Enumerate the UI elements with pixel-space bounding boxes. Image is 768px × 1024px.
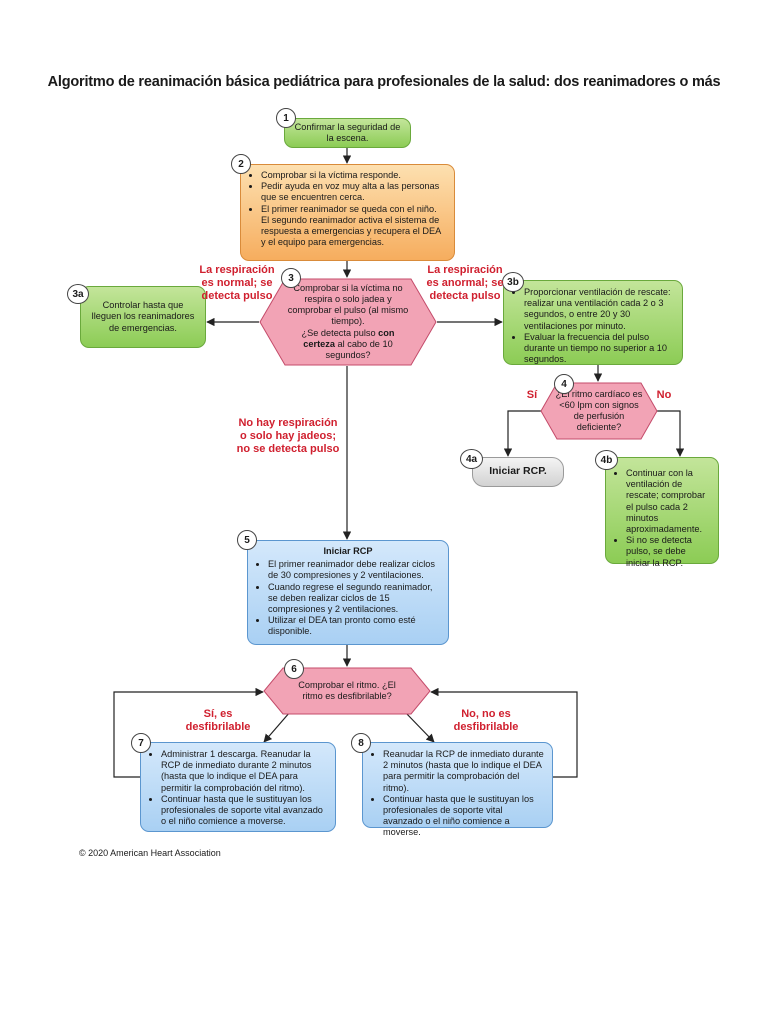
label-no: No <box>656 389 672 401</box>
label-shockable: Sí, es desfibrilable <box>185 708 251 733</box>
step-8-number: 8 <box>351 733 371 753</box>
step-4a-text: Iniciar RCP. <box>489 465 547 478</box>
step-3b-list: Proporcionar ventilación de rescate: rea… <box>512 287 674 365</box>
step-3-decision: Comprobar si la víctima no respira o sol… <box>259 278 437 366</box>
step-4a-number: 4a <box>460 449 483 469</box>
list-item: Evaluar la frecuencia del pulso durante … <box>524 332 674 366</box>
step-6-number: 6 <box>284 659 304 679</box>
list-item: Continuar hasta que le sustituyan los pr… <box>383 794 544 839</box>
list-item: Proporcionar ventilación de rescate: rea… <box>524 287 674 332</box>
step-5-box: Iniciar RCP El primer reanimador debe re… <box>247 540 449 645</box>
step-4a-box: Iniciar RCP. <box>472 457 564 487</box>
step-4-text: ¿El ritmo cardíaco es <60 lpm con signos… <box>555 388 643 433</box>
step-4b-list: Continuar con la ventilación de rescate;… <box>614 468 712 569</box>
copyright-notice: © 2020 American Heart Association <box>79 848 221 858</box>
step-8-box: Reanudar la RCP de inmediato durante 2 m… <box>362 742 553 837</box>
step-3-text: Comprobar si la víctima no respira o sol… <box>259 278 437 366</box>
step-3-number: 3 <box>281 268 301 288</box>
step-1-number: 1 <box>276 108 296 128</box>
hexagon-shape <box>259 278 437 366</box>
step-4-number: 4 <box>554 374 574 394</box>
label-abnormal-breathing: La respiración es anormal; se detecta pu… <box>426 264 504 302</box>
step-2-box: Comprobar si la víctima responde. Pedir … <box>240 164 455 261</box>
step-7-list: Administrar 1 descarga. Reanudar la RCP … <box>149 749 327 827</box>
list-item: Si no se detecta pulso, se debe iniciar … <box>626 535 712 569</box>
list-item: Administrar 1 descarga. Reanudar la RCP … <box>161 749 327 794</box>
step-6-text: Comprobar el ritmo. ¿El ritmo es desfibr… <box>298 679 396 701</box>
step-8-list: Reanudar la RCP de inmediato durante 2 m… <box>371 749 544 839</box>
label-yes: Sí <box>526 389 538 401</box>
label-normal-breathing: La respiración es normal; se detecta pul… <box>199 264 275 302</box>
step-3a-text: Controlar hasta que lleguen los reanimad… <box>91 300 195 333</box>
step-7-box: Administrar 1 descarga. Reanudar la RCP … <box>140 742 336 832</box>
step-4b-number: 4b <box>595 450 618 470</box>
list-item: El primer reanimador debe realizar ciclo… <box>268 559 440 581</box>
step-3a-number: 3a <box>67 284 89 304</box>
list-item: Cuando regrese el segundo reanimador, se… <box>268 582 440 616</box>
step-6-decision: Comprobar el ritmo. ¿El ritmo es desfibr… <box>263 667 431 715</box>
step-2-number: 2 <box>231 154 251 174</box>
list-item: Continuar con la ventilación de rescate;… <box>626 468 712 535</box>
hexagon-shape <box>540 382 658 440</box>
list-item: Utilizar el DEA tan pronto como esté dis… <box>268 615 440 637</box>
step-3-line2-post: al cabo de 10 segundos? <box>325 338 393 360</box>
step-5-list: El primer reanimador debe realizar ciclo… <box>256 559 440 637</box>
step-7-number: 7 <box>131 733 151 753</box>
hexagon-shape <box>263 667 431 715</box>
step-5-title: Iniciar RCP <box>323 546 373 556</box>
list-item: Comprobar si la víctima responde. <box>261 170 446 181</box>
step-3a-box: Controlar hasta que lleguen los reanimad… <box>80 286 206 348</box>
step-4-decision: ¿El ritmo cardíaco es <60 lpm con signos… <box>540 382 658 440</box>
step-2-list: Comprobar si la víctima responde. Pedir … <box>249 170 446 248</box>
step-3b-number: 3b <box>502 272 524 292</box>
step-1-box: Confirmar la seguridad de la escena. <box>284 118 411 148</box>
label-no-breathing: No hay respiración o solo hay jadeos; no… <box>236 417 340 455</box>
step-1-text: Confirmar la seguridad de la escena. <box>294 122 401 144</box>
step-5-number: 5 <box>237 530 257 550</box>
list-item: Reanudar la RCP de inmediato durante 2 m… <box>383 749 544 794</box>
list-item: Continuar hasta que le sustituyan los pr… <box>161 794 327 828</box>
step-3-line2-bold: con certeza <box>303 327 395 349</box>
step-3b-box: Proporcionar ventilación de rescate: rea… <box>503 280 683 365</box>
list-item: El primer reanimador se queda con el niñ… <box>261 204 446 249</box>
page-title: Algoritmo de reanimación básica pediátri… <box>47 74 721 90</box>
label-not-shockable: No, no es desfibrilable <box>453 708 519 733</box>
step-4b-box: Continuar con la ventilación de rescate;… <box>605 457 719 568</box>
list-item: Pedir ayuda en voz muy alta a las person… <box>261 181 446 203</box>
step-3-line1: Comprobar si la víctima no respira o sol… <box>287 282 409 327</box>
step-3-line2-pre: ¿Se detecta pulso <box>301 327 379 338</box>
